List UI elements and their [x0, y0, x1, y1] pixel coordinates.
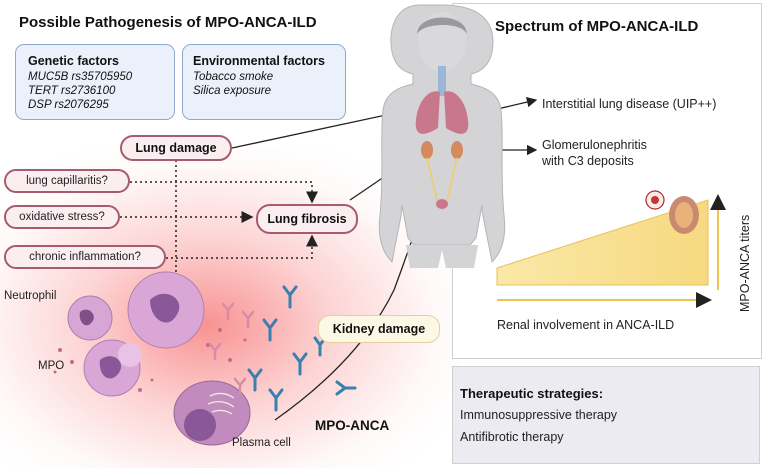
therapy-title: Therapeutic strategies: — [460, 386, 604, 401]
genetic-item: TERT rs2736100 — [28, 85, 116, 97]
plasma-cell-label: Plasma cell — [232, 437, 291, 449]
therapy-item: Immunosuppressive therapy — [460, 408, 618, 422]
antibodies — [247, 285, 357, 412]
plasma-cell — [173, 380, 251, 446]
spectrum-title: Spectrum of MPO-ANCA-ILD — [495, 18, 699, 35]
therapy-item: Antifibrotic therapy — [460, 430, 564, 444]
ild-label: Interstitial lung disease (UIP++) — [542, 97, 717, 111]
pathogenesis-title: Possible Pathogenesis of MPO-ANCA-ILD — [19, 14, 317, 31]
lung-fibrosis-pill: Lung fibrosis — [256, 204, 358, 234]
environmental-item: Tobacco smoke — [193, 71, 274, 83]
lung-capillaritis-pill: lung capillaritis? — [4, 169, 130, 193]
environmental-item: Silica exposure — [193, 85, 271, 97]
gn-label: Glomerulonephritis with C3 deposits — [542, 137, 647, 169]
kidney-icon — [645, 190, 699, 234]
neutrophils — [67, 271, 205, 397]
genetic-item: DSP rs2076295 — [28, 99, 109, 111]
gn-line-2: with C3 deposits — [542, 154, 634, 168]
titers-axis-label: MPO-ANCA titers — [738, 214, 752, 312]
mpo-label: MPO — [38, 360, 65, 372]
oxidative-stress-pill: oxidative stress? — [4, 205, 120, 229]
genetic-factors-title: Genetic factors — [28, 54, 120, 68]
kidney-damage-box: Kidney damage — [318, 315, 440, 343]
environmental-factors-box: Environmental factors Tobacco smoke Sili… — [182, 44, 346, 120]
neutrophil-label: Neutrophil — [4, 290, 57, 302]
lung-damage-pill: Lung damage — [120, 135, 232, 161]
renal-wedge — [496, 199, 709, 286]
chronic-inflammation-pill: chronic inflammation? — [4, 245, 166, 269]
gn-line-1: Glomerulonephritis — [542, 138, 647, 152]
genetic-item: MUC5B rs35705950 — [28, 71, 133, 83]
human-figure — [378, 4, 506, 268]
therapy-panel — [452, 366, 760, 464]
renal-axis-label: Renal involvement in ANCA-ILD — [497, 318, 675, 332]
mpo-antigens — [208, 302, 255, 396]
dotted-connectors — [120, 160, 318, 300]
genetic-factors-box: Genetic factors MUC5B rs35705950 TERT rs… — [15, 44, 175, 120]
environmental-factors-title: Environmental factors — [193, 54, 325, 68]
mpo-anca-label: MPO-ANCA — [315, 418, 390, 433]
